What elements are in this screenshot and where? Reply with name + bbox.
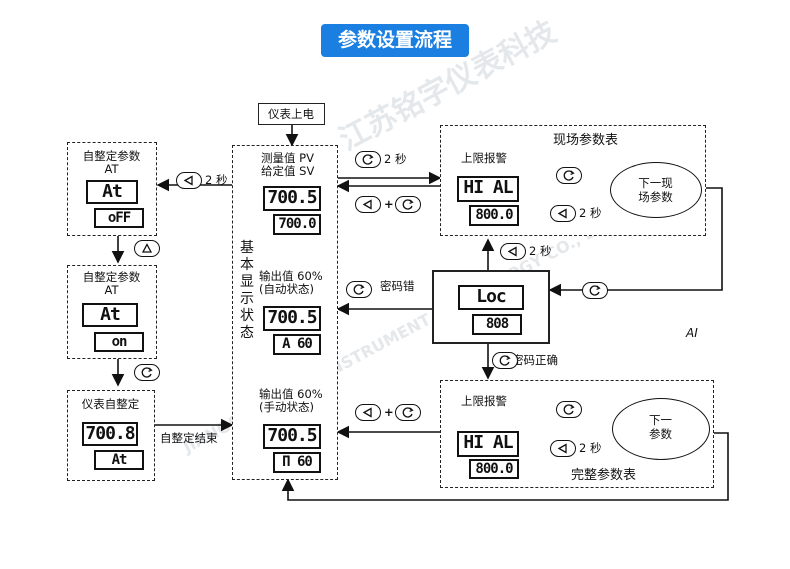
- auto-state-label: (自动状态): [259, 282, 314, 296]
- full-next-label1: 下一: [649, 413, 672, 427]
- manual-state-label: (手动状态): [259, 400, 314, 414]
- self-tune-off-box: 自整定参数 AT At oFF: [67, 142, 157, 236]
- auto-tune-label: 仪表自整定: [81, 397, 140, 411]
- basic-lcd1-bottom: 700.0: [273, 214, 321, 235]
- cycle-key-icon: [492, 352, 518, 369]
- cycle-key-icon: [395, 404, 421, 421]
- cycle-key-icon: [346, 281, 372, 298]
- page-title: 参数设置流程: [321, 24, 469, 57]
- left-triangle-key-icon: [176, 172, 202, 189]
- left-triangle-key-icon: [355, 404, 381, 421]
- two-second-label: 2 秒: [579, 441, 602, 455]
- basic-display-side-label: 基本显示状态: [240, 240, 254, 341]
- auto-tune-box: 仪表自整定 700.8 At: [67, 390, 155, 481]
- password-box: Loc 808: [432, 270, 550, 344]
- self-tune-off-lcd-top: At: [86, 180, 138, 204]
- field-next-ellipse: 下一现 场参数: [610, 162, 702, 218]
- self-tune-on-box: 自整定参数 AT At on: [67, 265, 157, 359]
- field-next-label1: 下一现: [638, 176, 673, 190]
- self-tune-on-lcd-bottom: on: [94, 332, 144, 352]
- full-table-title: 完整参数表: [571, 468, 637, 483]
- basic-lcd3-bottom: Π 60: [273, 452, 321, 473]
- auto-tune-lcd-top: 700.8: [82, 422, 138, 446]
- power-on-box: 仪表上电: [258, 103, 325, 125]
- field-alarm-label: 上限报警: [461, 151, 507, 165]
- left-triangle-key-icon: [550, 205, 576, 222]
- auto-tune-end-label: 自整定结束: [160, 431, 218, 445]
- field-lcd-top: HI AL: [457, 176, 519, 202]
- left-triangle-key-icon: [355, 196, 381, 213]
- basic-lcd2-bottom: A 60: [273, 334, 321, 355]
- stray-ai-text: AI: [686, 326, 698, 340]
- full-lcd-top: HI AL: [457, 431, 519, 457]
- basic-lcd2-top: 700.5: [263, 306, 321, 331]
- cycle-key-icon: [395, 196, 421, 213]
- full-next-ellipse: 下一 参数: [612, 398, 710, 460]
- cycle-key-icon: [134, 364, 160, 381]
- cycle-key-icon: [582, 282, 608, 299]
- field-table-title: 现场参数表: [553, 133, 619, 148]
- manual-output-label: 输出值 60%: [259, 387, 323, 401]
- self-tune-off-at: AT: [104, 162, 119, 176]
- plus-sign: +: [384, 405, 394, 419]
- password-wrong-label: 密码错: [380, 279, 415, 293]
- basic-lcd1-top: 700.5: [263, 186, 321, 211]
- power-on-label: 仪表上电: [268, 107, 314, 121]
- password-right-label: 密码正确: [512, 353, 558, 367]
- two-second-label: 2 秒: [529, 244, 552, 258]
- left-triangle-key-icon: [500, 243, 526, 260]
- field-lcd-bottom: 800.0: [469, 205, 519, 226]
- self-tune-off-lcd-bottom: oFF: [94, 208, 144, 228]
- full-alarm-label: 上限报警: [461, 394, 507, 408]
- pv-label: 测量值 PV: [261, 151, 314, 165]
- two-second-label: 2 秒: [579, 206, 602, 220]
- basic-lcd3-top: 700.5: [263, 424, 321, 449]
- password-lcd-top: Loc: [458, 285, 524, 310]
- self-tune-on-label: 自整定参数: [82, 270, 141, 284]
- sv-label: 给定值 SV: [261, 164, 315, 178]
- self-tune-off-label: 自整定参数: [82, 149, 141, 163]
- basic-display-box: 测量值 PV 给定值 SV 700.5 700.0 输出值 60% (自动状态)…: [232, 145, 338, 480]
- cycle-key-icon: [556, 167, 582, 184]
- two-second-label: 2 秒: [384, 152, 407, 166]
- plus-sign: +: [384, 197, 394, 211]
- full-lcd-bottom: 800.0: [469, 459, 519, 479]
- password-lcd-bottom: 808: [472, 314, 522, 335]
- up-triangle-key-icon: [134, 240, 160, 257]
- cycle-key-icon: [556, 401, 582, 418]
- full-next-label2: 参数: [649, 427, 672, 441]
- self-tune-on-at: AT: [104, 283, 119, 297]
- self-tune-on-lcd-top: At: [82, 303, 138, 327]
- two-second-label: 2 秒: [205, 173, 228, 187]
- cycle-key-icon: [355, 151, 381, 168]
- auto-output-label: 输出值 60%: [259, 269, 323, 283]
- auto-tune-lcd-bottom: At: [94, 450, 144, 470]
- field-next-label2: 场参数: [638, 190, 673, 204]
- left-triangle-key-icon: [550, 440, 576, 457]
